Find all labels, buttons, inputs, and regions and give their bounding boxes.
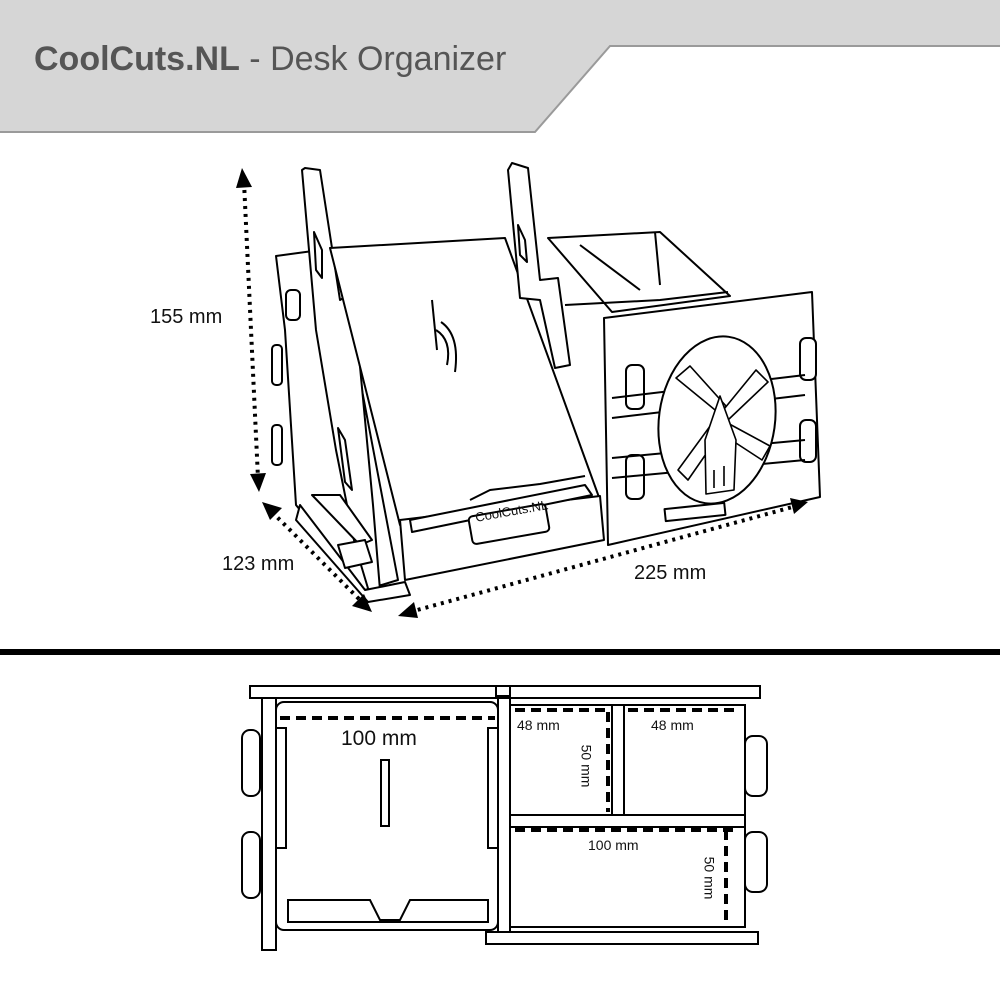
banner-edge bbox=[0, 45, 1000, 133]
depth-dim-line bbox=[270, 510, 364, 604]
phone-slot-width-label: 100 mm bbox=[341, 727, 417, 750]
dimension-lines-top bbox=[280, 708, 738, 922]
cell-bottom-width-label: 100 mm bbox=[588, 837, 639, 853]
header-banner bbox=[0, 0, 1000, 132]
cell-bottom-height-label: 50 mm bbox=[701, 856, 718, 900]
page-title: CoolCuts.NL - Desk Organizer bbox=[34, 40, 506, 79]
windmill-blades bbox=[675, 365, 771, 495]
cell-top-left-width-label: 48 mm bbox=[517, 717, 560, 733]
cell-top-right-width-label: 48 mm bbox=[651, 717, 694, 733]
dimension-arrowheads-3d bbox=[236, 168, 808, 618]
cell-top-left-height-label: 50 mm bbox=[578, 744, 595, 788]
height-dim-line bbox=[242, 181, 260, 479]
organizer-top-view bbox=[241, 685, 768, 951]
section-divider bbox=[0, 649, 1000, 655]
width-dimension-label: 225 mm bbox=[634, 562, 707, 584]
depth-dimension-label: 123 mm bbox=[222, 553, 295, 575]
organizer-3d-view bbox=[271, 162, 821, 603]
brand-name: CoolCuts.NL bbox=[34, 40, 240, 78]
width-dim-line bbox=[409, 504, 797, 614]
height-dimension-label: 155 mm bbox=[150, 306, 223, 328]
title-subtitle: - Desk Organizer bbox=[239, 40, 507, 78]
dimension-lines-3d bbox=[242, 181, 797, 614]
